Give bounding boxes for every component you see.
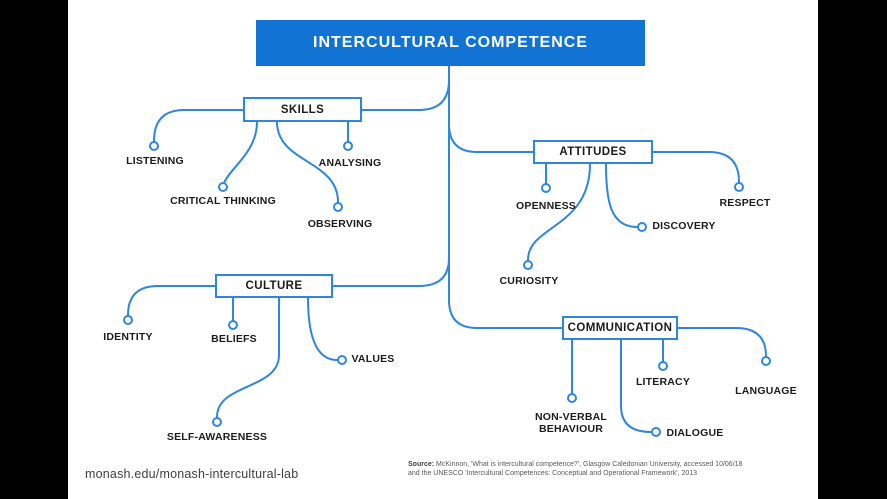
respect-node-dot xyxy=(734,182,744,192)
leaf-node-analysing: ANALYSING xyxy=(318,157,382,169)
language-node-dot xyxy=(761,356,771,366)
connector-culture-values xyxy=(307,297,338,361)
connector-lines xyxy=(123,65,771,437)
branch-node-attitudes: ATTITUDES xyxy=(533,140,653,164)
leaf-node-critical-thinking: CRITICAL THINKING xyxy=(170,195,276,207)
openness-node-dot xyxy=(541,183,551,193)
curiosity-node-dot xyxy=(523,260,533,270)
connector-skills-listening xyxy=(153,109,244,142)
leaf-node-discovery: DISCOVERY xyxy=(652,220,716,232)
connector-skills-critical-thinking xyxy=(223,121,258,184)
branch-node-communication: COMMUNICATION xyxy=(562,316,678,340)
connector-culture-identity xyxy=(127,285,216,316)
connector-attitudes-respect xyxy=(652,151,740,183)
leaf-node-identity: IDENTITY xyxy=(103,331,153,343)
branch-node-culture: CULTURE xyxy=(215,274,333,298)
leaf-node-beliefs: BELIEFS xyxy=(211,333,257,345)
monash-website-text: monash.edu/monash-intercultural-lab xyxy=(85,467,299,481)
slide-canvas: INTERCULTURAL COMPETENCE SKILLS ATTITUDE… xyxy=(68,0,818,499)
leaf-node-dialogue: DIALOGUE xyxy=(666,427,724,439)
connector-trunk-to-attitudes xyxy=(448,123,534,153)
analysing-node-dot xyxy=(343,141,353,151)
self-awareness-node-dot xyxy=(212,417,222,427)
leaf-node-openness: OPENNESS xyxy=(516,200,576,212)
connector-attitudes-curiosity xyxy=(527,163,591,261)
source-label: Source: xyxy=(408,461,435,468)
leaf-node-listening: LISTENING xyxy=(126,155,184,167)
critical-thinking-node-dot xyxy=(218,182,228,192)
beliefs-node-dot xyxy=(228,320,238,330)
dialogue-node-dot xyxy=(651,427,661,437)
leaf-node-non-verbal-behaviour: NON-VERBAL BEHAVIOUR xyxy=(535,411,607,435)
leaf-node-curiosity: CURIOSITY xyxy=(499,275,559,287)
branch-node-skills: SKILLS xyxy=(243,97,362,122)
literacy-node-dot xyxy=(658,361,668,371)
leaf-node-observing: OBSERVING xyxy=(307,218,373,230)
leaf-node-respect: RESPECT xyxy=(719,197,771,209)
observing-node-dot xyxy=(333,202,343,212)
connector-trunk-to-skills xyxy=(361,79,450,111)
source-citation: Source: McKinnon, 'What is intercultural… xyxy=(408,460,816,478)
connector-trunk-to-communication xyxy=(448,65,563,329)
identity-node-dot xyxy=(123,315,133,325)
non-verbal-node-dot xyxy=(567,393,577,403)
discovery-node-dot xyxy=(637,222,647,232)
leaf-node-self-awareness: SELF-AWARENESS xyxy=(166,431,268,443)
leaf-node-language: LANGUAGE xyxy=(735,385,797,397)
source-citation-line1: McKinnon, 'What is intercultural compete… xyxy=(434,461,743,468)
leaf-node-literacy: LITERACY xyxy=(635,376,691,388)
connector-trunk-to-culture xyxy=(332,257,450,287)
leaf-node-values: VALUES xyxy=(351,353,395,365)
source-citation-line2: and the UNESCO 'Intercultural Competence… xyxy=(408,470,698,477)
connector-culture-self-awareness xyxy=(216,297,280,418)
connector-skills-observing xyxy=(276,121,339,203)
root-node-intercultural-competence: INTERCULTURAL COMPETENCE xyxy=(256,20,645,66)
connector-communication-language xyxy=(677,327,767,357)
connector-communication-dialogue xyxy=(620,339,652,433)
connector-attitudes-discovery xyxy=(605,163,638,228)
listening-node-dot xyxy=(149,141,159,151)
values-node-dot xyxy=(337,355,347,365)
